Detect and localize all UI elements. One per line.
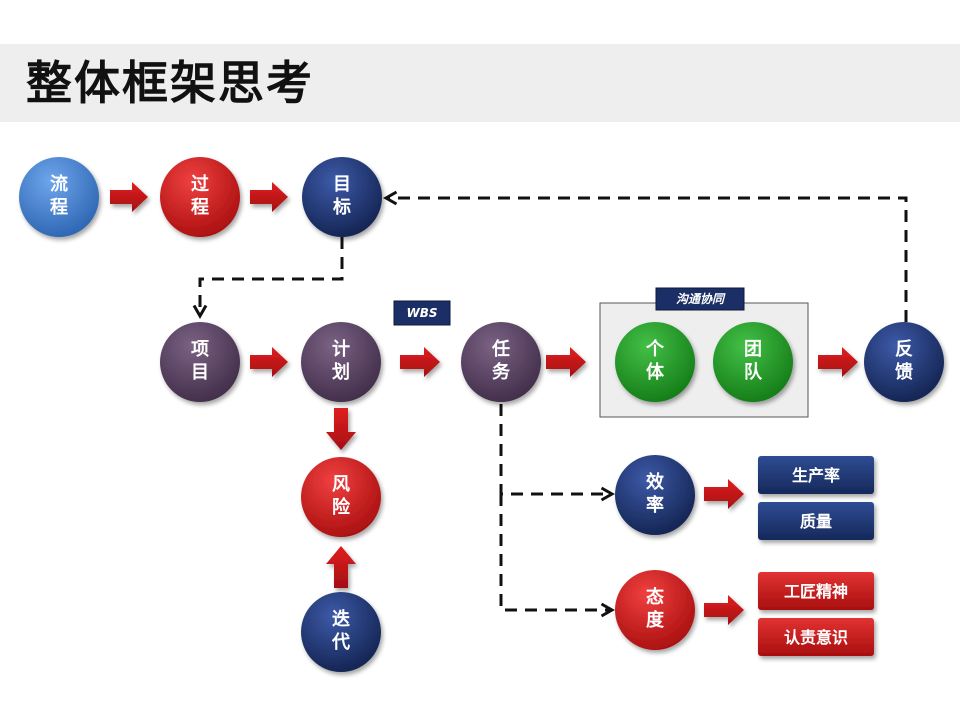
node-efficiency: 效 率 <box>615 455 695 535</box>
outcome-productivity: 生产率 <box>758 456 874 494</box>
node-iteration-line1: 迭 <box>332 608 350 630</box>
node-target-line2: 标 <box>332 196 351 218</box>
node-process-line1: 流 <box>50 173 68 195</box>
node-project-line1: 项 <box>191 339 209 360</box>
node-plan-line1: 计 <box>332 338 350 360</box>
node-individual-line1: 个 <box>645 338 665 360</box>
node-attitude-line2: 度 <box>646 609 665 631</box>
node-process-line2: 程 <box>50 197 68 218</box>
outcome-productivity-label: 生产率 <box>792 466 840 485</box>
dashed-feedback-to-target <box>382 190 908 322</box>
node-team-line1: 团 <box>744 339 762 360</box>
node-feedback: 反 馈 <box>864 322 944 402</box>
arrow-efficiency-to-outcomes <box>704 479 744 509</box>
node-team-line2: 队 <box>744 361 763 383</box>
node-course-line2: 程 <box>191 197 209 218</box>
wbs-label: WBS <box>406 306 437 320</box>
dashed-target-to-project <box>192 237 344 320</box>
dashed-task-to-attitude <box>499 494 616 618</box>
arrow-project-to-plan <box>250 347 288 377</box>
node-project: 项 目 <box>160 322 240 402</box>
node-risk-line1: 风 <box>332 474 350 495</box>
outcome-craftsmanship: 工匠精神 <box>758 572 874 610</box>
node-efficiency-line2: 率 <box>646 494 664 516</box>
node-plan-line2: 划 <box>332 361 350 383</box>
outcome-craftsmanship-label: 工匠精神 <box>784 582 848 601</box>
node-process: 流 程 <box>19 157 99 237</box>
title-bar: 整体框架思考 <box>0 44 960 122</box>
dashed-task-to-efficiency <box>499 404 616 502</box>
page-title: 整体框架思考 <box>26 56 314 110</box>
node-feedback-line2: 馈 <box>895 361 913 383</box>
wbs-tag <box>393 300 451 326</box>
node-target: 目 标 <box>302 157 382 237</box>
node-task: 任 务 <box>461 322 541 402</box>
node-task-line2: 务 <box>492 361 511 383</box>
node-individual-line2: 体 <box>646 361 665 383</box>
communication-tag <box>655 287 745 311</box>
outcome-responsibility-label: 认责意识 <box>784 628 848 647</box>
node-feedback-line1: 反 <box>895 339 913 360</box>
node-target-line1: 目 <box>333 174 351 195</box>
node-risk: 风 险 <box>301 457 381 537</box>
arrow-course-to-target <box>250 182 288 212</box>
arrow-iteration-to-risk <box>326 546 356 588</box>
node-attitude-line1: 态 <box>646 586 664 608</box>
node-course-line1: 过 <box>191 173 209 195</box>
arrow-plan-to-task <box>400 347 440 377</box>
outcome-quality: 质量 <box>758 502 874 540</box>
node-course: 过 程 <box>160 157 240 237</box>
node-project-line2: 目 <box>191 362 209 383</box>
communication-tag-label: 沟通协同 <box>676 292 726 306</box>
node-task-line1: 任 <box>491 338 510 360</box>
node-team: 团 队 <box>713 322 793 402</box>
node-iteration-line2: 代 <box>331 632 350 653</box>
arrow-communication-to-feedback <box>818 347 858 377</box>
arrow-attitude-to-outcomes <box>704 595 744 625</box>
arrow-process-to-course <box>110 182 148 212</box>
node-plan: 计 划 <box>301 322 381 402</box>
node-attitude: 态 度 <box>615 570 695 650</box>
arrow-plan-to-risk <box>326 408 356 450</box>
arrow-task-to-communication <box>546 347 586 377</box>
node-iteration: 迭 代 <box>301 592 381 672</box>
node-risk-line2: 险 <box>332 496 351 518</box>
outcome-responsibility: 认责意识 <box>758 618 874 656</box>
node-efficiency-line1: 效 <box>646 471 665 493</box>
node-individual: 个 体 <box>615 322 695 402</box>
outcome-quality-label: 质量 <box>800 512 832 531</box>
